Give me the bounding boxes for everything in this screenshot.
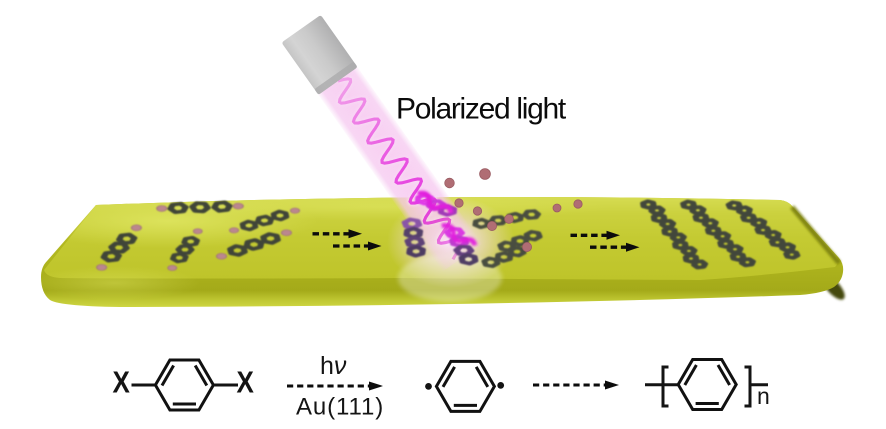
svg-text:X: X <box>113 365 130 400</box>
svg-text:hν: hν <box>320 352 347 380</box>
svg-text:X: X <box>237 365 254 400</box>
svg-text:n: n <box>757 383 770 409</box>
svg-text:Polarized light: Polarized light <box>396 93 567 126</box>
svg-text:Au(111): Au(111) <box>296 394 384 421</box>
